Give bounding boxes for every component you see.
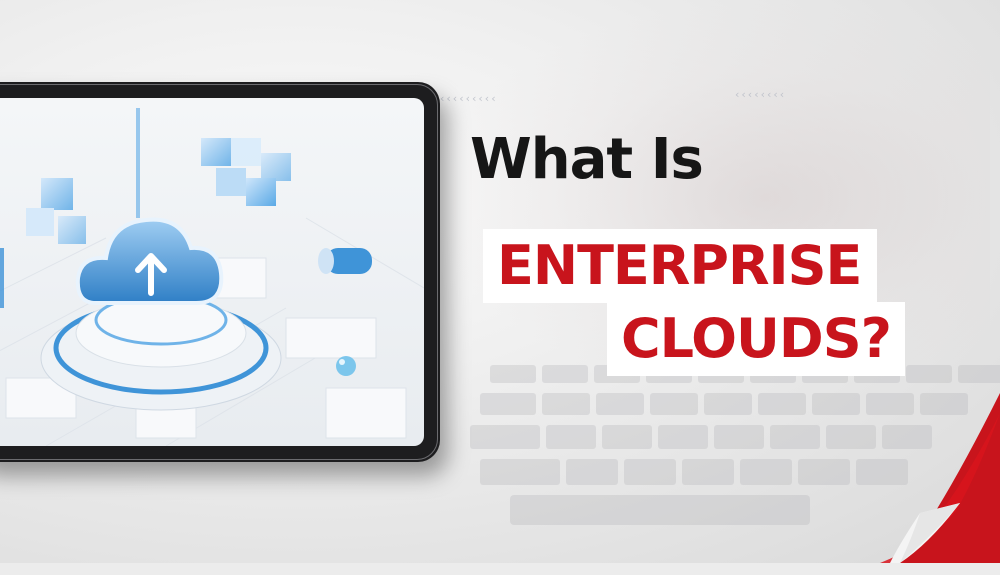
cloud-upload-icon: [75, 217, 224, 305]
headline-line3: CLOUDS?: [607, 302, 905, 376]
tablet-device: [0, 82, 440, 462]
page-curl-corner: [880, 393, 1000, 563]
tablet-bezel-edge: [0, 84, 438, 460]
cloud-illustration: [0, 108, 424, 446]
background-chevrons-right: ‹‹‹‹‹‹‹‹: [735, 88, 787, 101]
headline-line2: ENTERPRISE: [483, 229, 878, 303]
headline-line1: What Is: [470, 127, 704, 192]
tablet-screen: [0, 98, 424, 446]
background-chevrons-left: ‹‹‹‹‹‹‹‹‹: [440, 92, 498, 105]
